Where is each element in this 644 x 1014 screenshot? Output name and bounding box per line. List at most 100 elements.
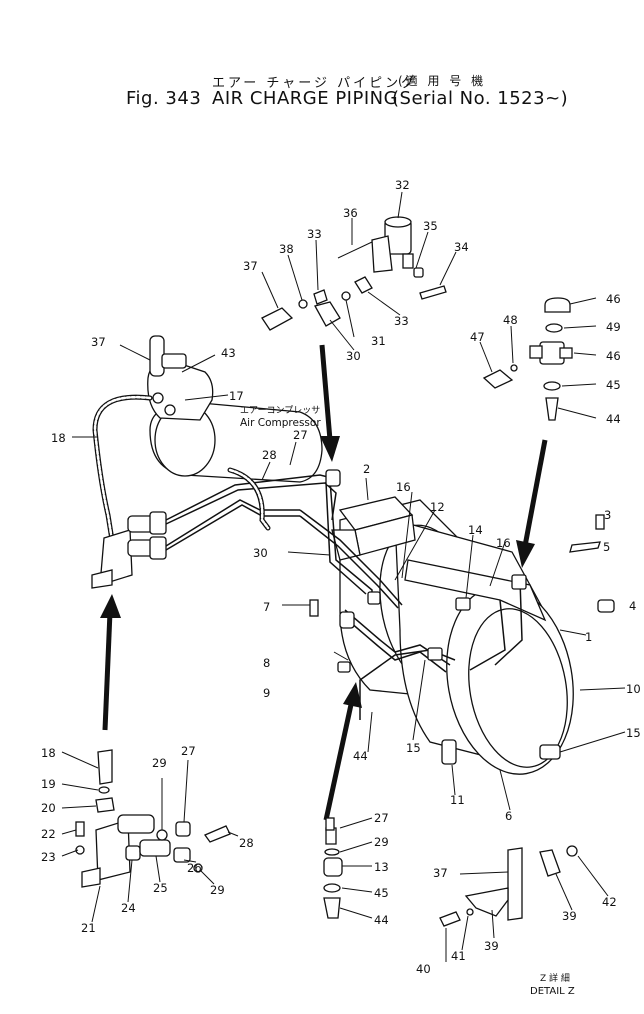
leader-27c <box>339 817 373 829</box>
strap-5 <box>569 541 601 553</box>
callout-44-stack: 44 <box>374 913 389 927</box>
leader-39b <box>555 873 573 911</box>
callout-30-main: 30 <box>253 546 268 560</box>
figure-title: AIR CHARGE PIPING <box>212 88 399 109</box>
callout-15-left: 15 <box>406 741 421 755</box>
callout-34: 34 <box>454 240 469 254</box>
title-japanese: エアー チャージ パイピング <box>212 76 418 91</box>
leader-21 <box>91 885 101 923</box>
callout-9: 9 <box>263 686 270 700</box>
plug-14 <box>455 597 471 611</box>
leader-27b <box>183 759 189 823</box>
leader-43 <box>181 354 216 373</box>
pipe-to-front-b <box>494 579 523 666</box>
applicable-japanese: (適 用 号 機 <box>398 74 487 88</box>
callout-48: 48 <box>503 313 518 327</box>
callout-46-mid: 46 <box>606 349 621 363</box>
leader-42 <box>577 855 609 897</box>
arrow-to-bracket <box>100 594 121 731</box>
callout-43: 43 <box>221 346 236 360</box>
callout-28-detail: 28 <box>239 836 254 850</box>
leader-28b <box>227 831 239 837</box>
leader-15 <box>559 731 626 753</box>
callout-28-top: 28 <box>262 448 277 462</box>
callout-24: 24 <box>121 901 136 915</box>
bolt-3 <box>595 514 605 530</box>
check-valve-group <box>482 297 573 421</box>
fitting-8-a <box>339 611 355 629</box>
callout-35: 35 <box>423 219 438 233</box>
detail-z-label-jp: Z 詳 細 <box>540 972 570 984</box>
callout-17: 17 <box>229 389 244 403</box>
callout-21: 21 <box>81 921 96 935</box>
callout-46-top: 46 <box>606 292 621 306</box>
leader-27 <box>289 441 297 466</box>
callout-37-valve: 37 <box>243 259 258 273</box>
leader-30 <box>287 551 331 556</box>
callout-30-valve: 30 <box>346 349 361 363</box>
fitting-top-arrow <box>325 469 341 487</box>
callout-27-top: 27 <box>293 428 308 442</box>
callout-18-bottom: 18 <box>41 746 56 760</box>
figure-number: Fig. 343 <box>126 88 202 109</box>
leader-16b <box>489 541 506 587</box>
leader-28 <box>261 461 271 481</box>
callout-6: 6 <box>505 809 512 823</box>
callout-27-detail: 27 <box>181 744 196 758</box>
callout-33-right: 33 <box>394 314 409 328</box>
leader-45a <box>561 383 597 387</box>
bracket-detail-exploded <box>75 749 231 888</box>
pipe-to-tank-2 <box>325 481 367 595</box>
leader-29b <box>199 869 215 885</box>
fitting-15-left <box>427 647 443 661</box>
arrow-down-center <box>319 344 340 462</box>
leader-37c <box>459 871 509 875</box>
leader-46a <box>569 297 597 305</box>
callout-5: 5 <box>603 540 610 554</box>
leader-41 <box>461 915 469 951</box>
callout-42: 42 <box>602 895 617 909</box>
drain-valve-11 <box>441 739 457 765</box>
leader-16a <box>401 491 413 579</box>
callout-45-right: 45 <box>606 378 621 392</box>
leader-12 <box>394 509 436 581</box>
callout-39-b: 39 <box>562 909 577 923</box>
bracket-upper <box>91 511 167 589</box>
callout-29-b: 29 <box>210 883 225 897</box>
callout-25: 25 <box>153 881 168 895</box>
callout-33-left: 33 <box>307 227 322 241</box>
callout-22: 22 <box>41 827 56 841</box>
callout-1: 1 <box>585 630 592 644</box>
callout-45-stack: 45 <box>374 886 389 900</box>
leader-44 <box>367 711 373 753</box>
leader-34 <box>439 251 457 286</box>
compressor-label-en: Air Compressor <box>240 417 321 429</box>
leader-6 <box>499 769 511 811</box>
fitting-16b <box>511 574 527 590</box>
leader-9 <box>333 651 349 661</box>
callout-10: 10 <box>626 682 641 696</box>
callout-41: 41 <box>451 949 466 963</box>
leader-37b <box>261 271 279 309</box>
leader-47 <box>479 341 493 373</box>
callout-29-a: 29 <box>152 756 167 770</box>
leader-24 <box>127 859 133 903</box>
drain-valve-15 <box>539 744 561 760</box>
governor-valve-group <box>261 216 447 331</box>
arrow-down-right <box>516 439 548 568</box>
leader-45b <box>341 887 373 893</box>
callout-40: 40 <box>416 962 431 976</box>
leader-49 <box>563 325 597 329</box>
callout-2: 2 <box>363 462 370 476</box>
callout-36: 36 <box>343 206 358 220</box>
callout-3: 3 <box>604 508 611 522</box>
callout-13: 13 <box>374 860 389 874</box>
air-compressor-drawing <box>147 335 323 483</box>
callout-19: 19 <box>41 777 56 791</box>
leader-39a <box>491 909 495 939</box>
callout-27-stack: 27 <box>374 811 389 825</box>
callout-39-a: 39 <box>484 939 499 953</box>
callout-49: 49 <box>606 320 621 334</box>
nut-4 <box>597 599 615 613</box>
